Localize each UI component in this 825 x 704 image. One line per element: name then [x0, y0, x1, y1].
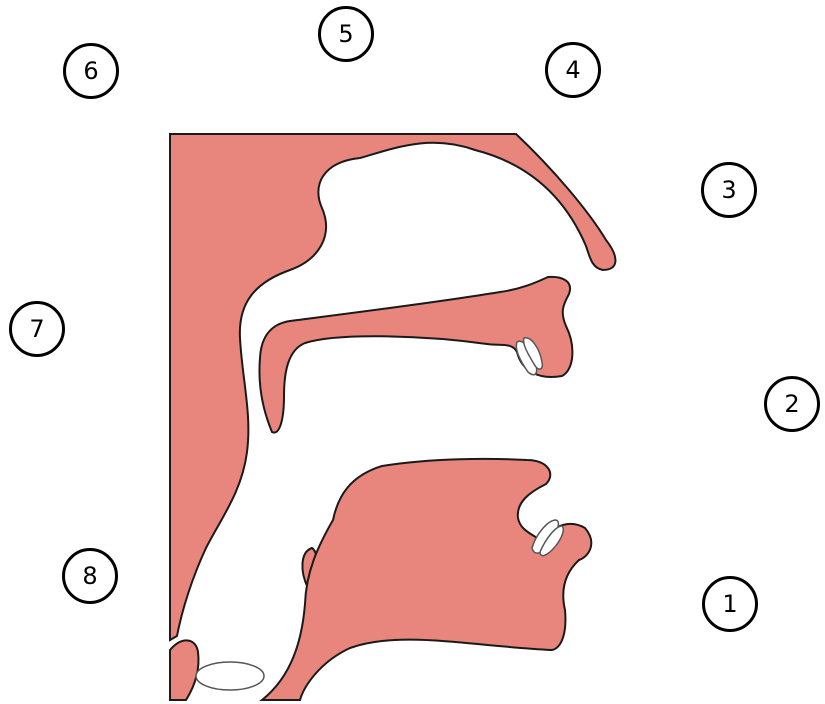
- larynx-fragment: [170, 640, 199, 700]
- label-6: 6: [63, 43, 119, 99]
- label-4: 4: [545, 42, 601, 98]
- vocal-fold-ellipse: [196, 662, 264, 690]
- label-5: 5: [318, 6, 374, 62]
- label-2: 2: [764, 376, 820, 432]
- label-8: 8: [62, 548, 118, 604]
- tongue-and-jaw: [262, 459, 591, 700]
- label-7: 7: [9, 301, 65, 357]
- label-3: 3: [701, 162, 757, 218]
- label-1: 1: [702, 576, 758, 632]
